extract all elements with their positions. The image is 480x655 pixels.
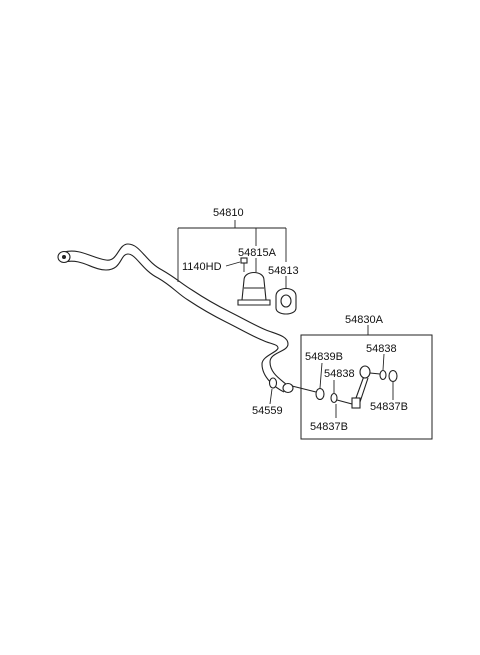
label-bolt: 1140HD	[182, 261, 222, 273]
bolt-part	[240, 257, 248, 272]
link-nut-bottom-part	[351, 397, 361, 409]
label-link-assembly: 54830A	[345, 314, 384, 326]
leader-lines	[177, 220, 394, 418]
bushing-part	[275, 287, 297, 315]
label-assembly: 54810	[213, 207, 244, 219]
bar-end-right	[282, 382, 294, 394]
label-bushing-bracket: 54815A	[238, 247, 277, 259]
link-washer-left-part	[330, 392, 338, 404]
link-assembly-box	[300, 334, 433, 440]
stabilizer-bar	[57, 243, 294, 394]
label-bar-washer: 54559	[252, 405, 283, 417]
label-link-nut-right: 54837B	[370, 401, 408, 413]
link-washer-right-part	[379, 369, 387, 381]
label-link-washer-right: 54838	[366, 343, 397, 355]
stabilizer-link	[291, 365, 398, 409]
label-link-nut-bottom: 54837B	[310, 421, 348, 433]
link-nut-right-part	[388, 369, 398, 383]
label-link-washer-left: 54838	[324, 368, 355, 380]
label-bushing: 54813	[268, 265, 299, 277]
link-joint-top	[359, 365, 371, 379]
label-link-nut-left: 54839B	[305, 351, 343, 363]
bar-washer-part	[268, 377, 278, 389]
link-nut-left-part	[315, 387, 325, 401]
bushing-bracket-part	[237, 271, 271, 306]
